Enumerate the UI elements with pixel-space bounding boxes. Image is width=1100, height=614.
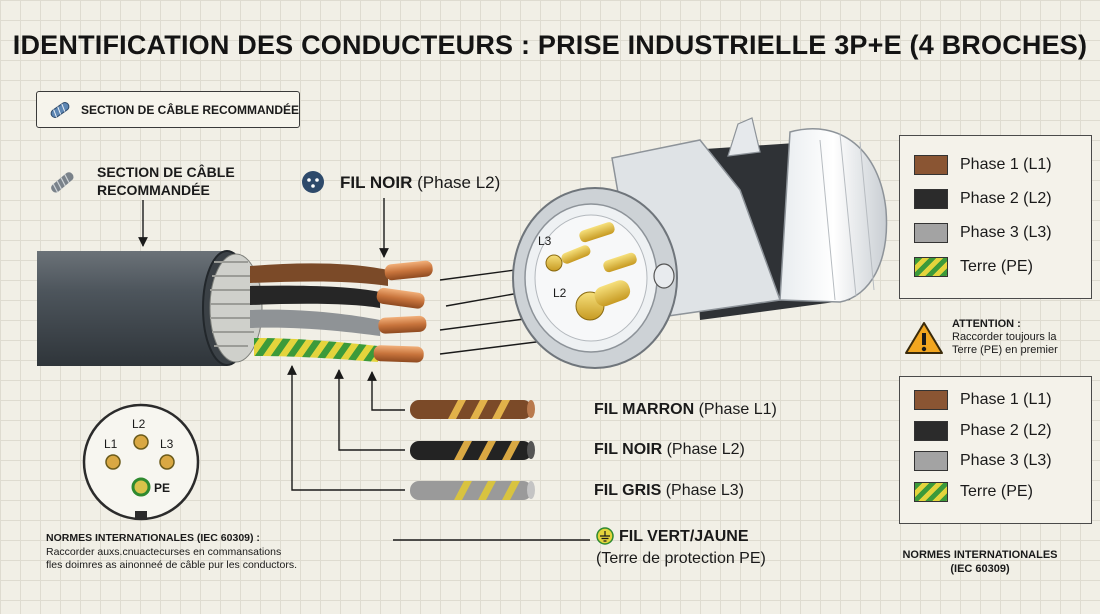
legend-item: Phase 3 (L3) — [914, 216, 1091, 250]
legend-item: Terre (PE) — [914, 477, 1091, 508]
cable-section-badge: SECTION DE CÂBLE RECOMMANDÉE — [36, 91, 300, 128]
connector-icon — [302, 171, 324, 193]
legend-item: Phase 2 (L2) — [914, 416, 1091, 447]
legend-item: Phase 2 (L2) — [914, 182, 1091, 216]
legend-top: Phase 1 (L1) Phase 2 (L2) Phase 3 (L3) T… — [899, 135, 1092, 299]
wire-sample-grey — [410, 481, 535, 500]
legend-item: Phase 3 (L3) — [914, 446, 1091, 477]
pinout-label-pe: PE — [154, 481, 171, 495]
industrial-plug — [512, 117, 888, 369]
legend-item: Phase 1 (L1) — [914, 148, 1091, 182]
wire-black — [250, 285, 425, 309]
callout-black-wire-top: FIL NOIR (Phase L2) — [340, 173, 501, 192]
cable-section-label: SECTION DE CÂBLE RECOMMANDÉE — [97, 164, 235, 198]
legend-swatch-grey — [914, 451, 948, 472]
wire-sample-brown — [410, 400, 535, 419]
wire-grey — [250, 309, 427, 336]
earth-icon — [596, 527, 614, 545]
pinout-label-l2: L2 — [132, 417, 146, 431]
wire-label-black: FIL NOIR (Phase L2) — [594, 441, 745, 458]
cable-jacket — [37, 250, 263, 366]
legend-swatch-black — [914, 189, 948, 209]
legend-swatch-brown — [914, 155, 948, 175]
warning-icon — [905, 322, 943, 354]
plug-label-l3: L3 — [538, 234, 552, 248]
legend-bottom: Phase 1 (L1) Phase 2 (L2) Phase 3 (L3) T… — [899, 376, 1092, 524]
norms-left-body: Raccorder auxs.cnuactecurses en commansa… — [46, 546, 297, 571]
legend-swatch-green-yellow — [914, 257, 948, 277]
pinout-label-l3: L3 — [160, 437, 174, 451]
legend-swatch-grey — [914, 223, 948, 243]
wire-green-yellow — [254, 338, 424, 363]
wire-label-earth-title: FIL VERT/JAUNE — [619, 528, 749, 545]
cable-icon — [50, 101, 70, 118]
plug-label-l2: L2 — [553, 286, 567, 300]
wire-sample-black — [410, 441, 535, 460]
cable-icon — [51, 172, 74, 193]
wire-label-grey: FIL GRIS (Phase L3) — [594, 482, 744, 499]
page-title: IDENTIFICATION DES CONDUCTEURS : PRISE I… — [12, 30, 1088, 60]
attention-body: Raccorder toujours la Terre (PE) en prem… — [952, 331, 1058, 356]
badge-label: SECTION DE CÂBLE RECOMMANDÉE — [81, 102, 300, 117]
legend-item: Terre (PE) — [914, 250, 1091, 284]
pinout-label-l1: L1 — [104, 437, 118, 451]
legend-swatch-black — [914, 420, 948, 441]
legend-swatch-green-yellow — [914, 481, 948, 502]
wire-brown — [250, 260, 433, 286]
attention-title: ATTENTION : — [952, 318, 1021, 330]
wire-label-earth-desc: (Terre de protection PE) — [596, 550, 766, 567]
norms-left-title: NORMES INTERNATIONALES (IEC 60309) : — [46, 532, 260, 544]
wire-label-brown: FIL MARRON (Phase L1) — [594, 401, 777, 418]
legend-item: Phase 1 (L1) — [914, 385, 1091, 416]
legend-swatch-brown — [914, 390, 948, 411]
norms-right: NORMES INTERNATIONALES (IEC 60309) — [902, 549, 1058, 575]
pinout-diagram — [82, 403, 200, 521]
